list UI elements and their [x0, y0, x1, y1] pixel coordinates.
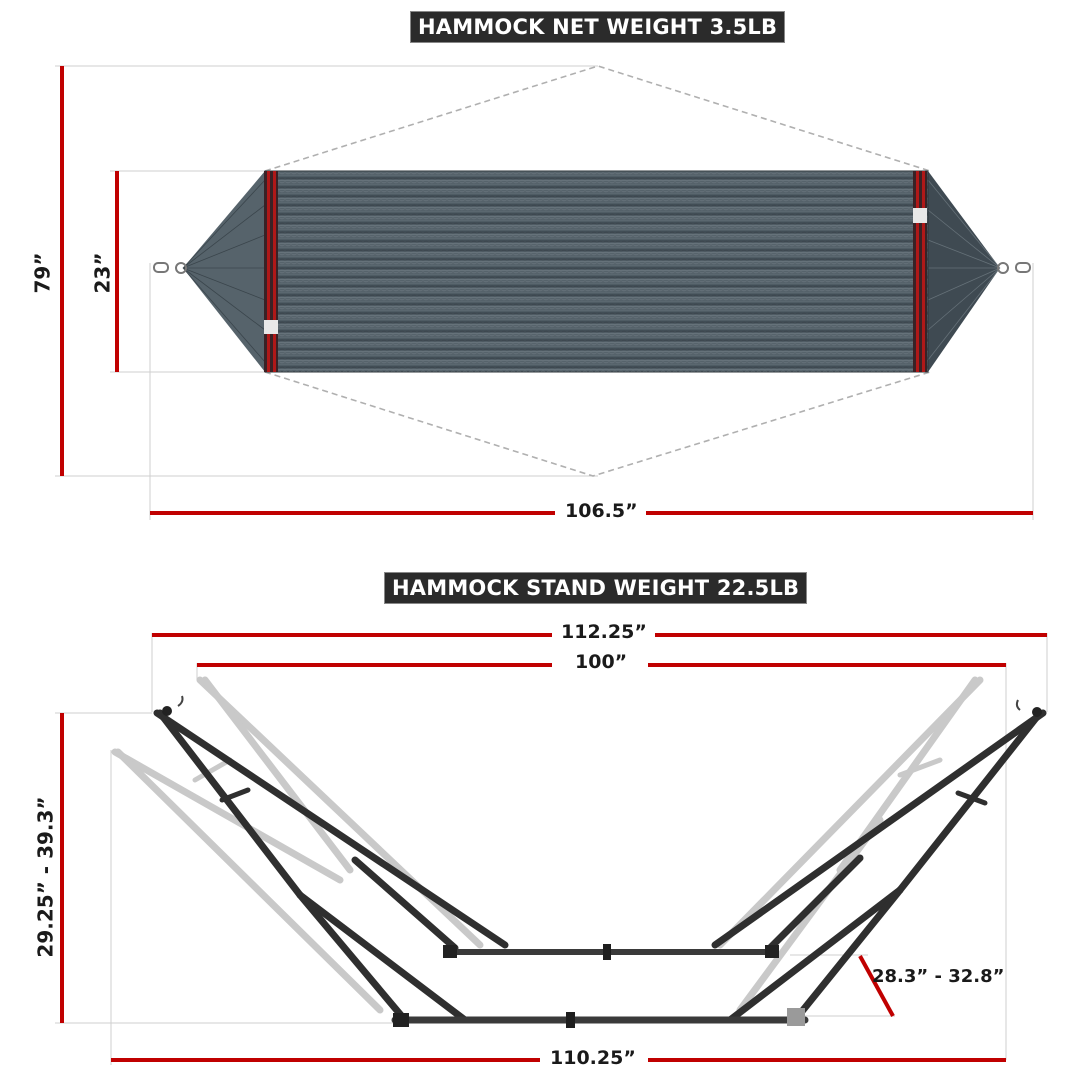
stand-weight-title: HAMMOCK STAND WEIGHT 22.5LB [384, 572, 808, 604]
stand-height-range-label: 29.25” - 39.3” [33, 796, 58, 958]
stand-frame [153, 709, 1047, 1024]
stand-top-inner-width-label: 100” [567, 651, 636, 673]
stand-guide-lines [55, 633, 1048, 1065]
stand-dimension-lines [60, 633, 1047, 1062]
hammock-weight-title: HAMMOCK NET WEIGHT 3.5LB [410, 11, 786, 43]
hammock-net-illustration [153, 170, 1031, 373]
hammock-dimension-lines [60, 66, 1033, 515]
stand-fittings [162, 695, 1042, 1028]
stand-top-outer-width-label: 112.25” [553, 621, 655, 643]
hammock-guide-lines [55, 65, 1034, 520]
stand-base-width-label: 110.25” [542, 1047, 644, 1069]
hammock-length-label: 106.5” [557, 500, 646, 522]
stand-base-adjust-label: 28.3” - 32.8” [872, 966, 1005, 987]
hammock-dashed-envelope [264, 65, 931, 477]
stand-ghost-frame [111, 676, 984, 1014]
hammock-bed-width-label: 23” [90, 252, 115, 294]
hammock-height-label: 79” [30, 252, 55, 294]
